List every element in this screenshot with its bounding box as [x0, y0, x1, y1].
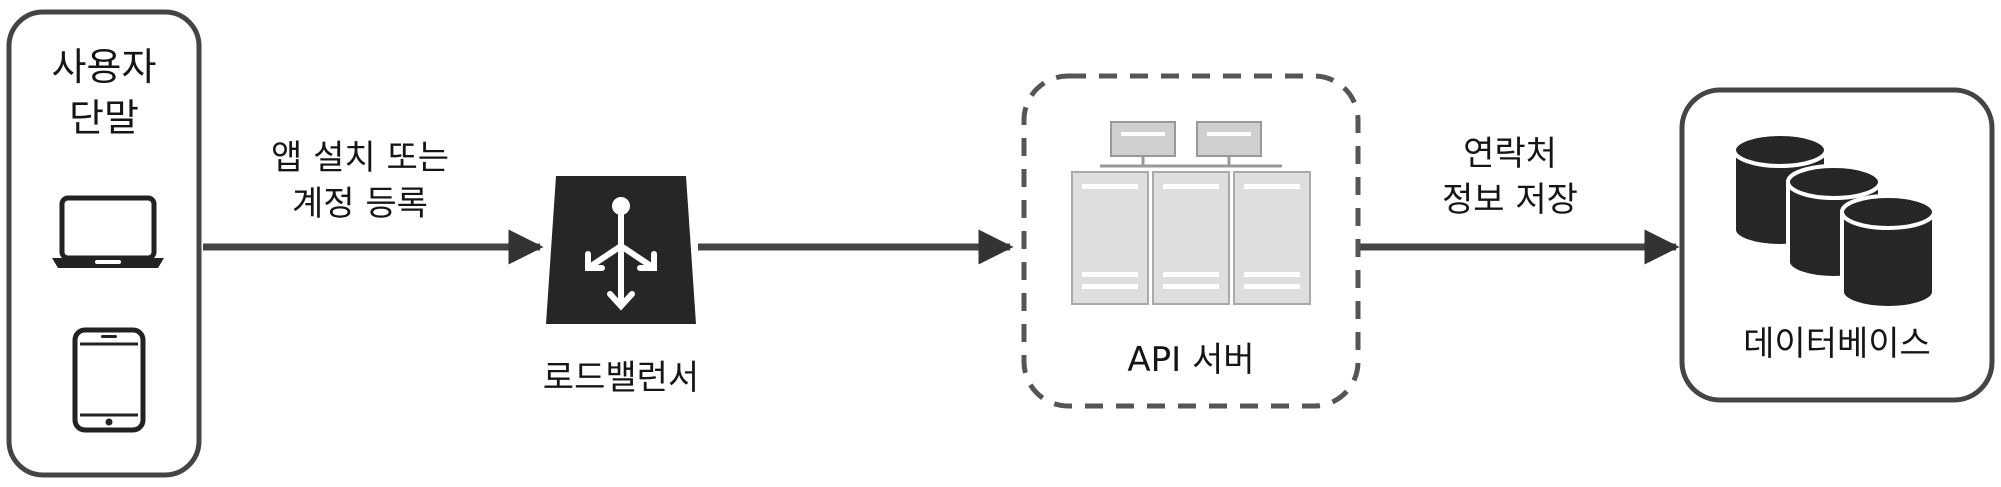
database-label: 데이터베이스 — [1743, 324, 1931, 364]
edge-label-user-to-lb: 앱 설치 또는 계정 등록 — [230, 136, 490, 228]
database-cylinders-icon — [1732, 132, 1936, 310]
load-balancer-node — [546, 176, 696, 324]
user-terminal-label-line1: 사용자 — [51, 45, 157, 89]
edge-label-user-to-lb-line1: 앱 설치 또는 — [270, 138, 449, 178]
api-server-node — [1021, 73, 1361, 409]
user-terminal-label-line2: 단말 — [69, 96, 139, 141]
user-terminal-label: 사용자 단말 — [34, 42, 174, 145]
load-balancer-label: 로드밸런서 — [542, 358, 700, 398]
tablet-icon — [72, 327, 146, 433]
user-terminal-node — [6, 9, 202, 478]
api-server-label: API 서버 — [1127, 340, 1255, 380]
laptop-icon — [52, 195, 164, 268]
edge-label-api-to-db-line1: 연락처 — [1463, 134, 1557, 174]
database-node — [1679, 87, 1995, 403]
edge-label-api-to-db: 연락처 정보 저장 — [1400, 132, 1620, 224]
edge-label-user-to-lb-line2: 계정 등록 — [292, 183, 428, 224]
edge-label-api-to-db-line2: 정보 저장 — [1442, 179, 1578, 220]
server-rack-icon — [1071, 121, 1311, 305]
load-balancer-icon — [585, 197, 657, 311]
